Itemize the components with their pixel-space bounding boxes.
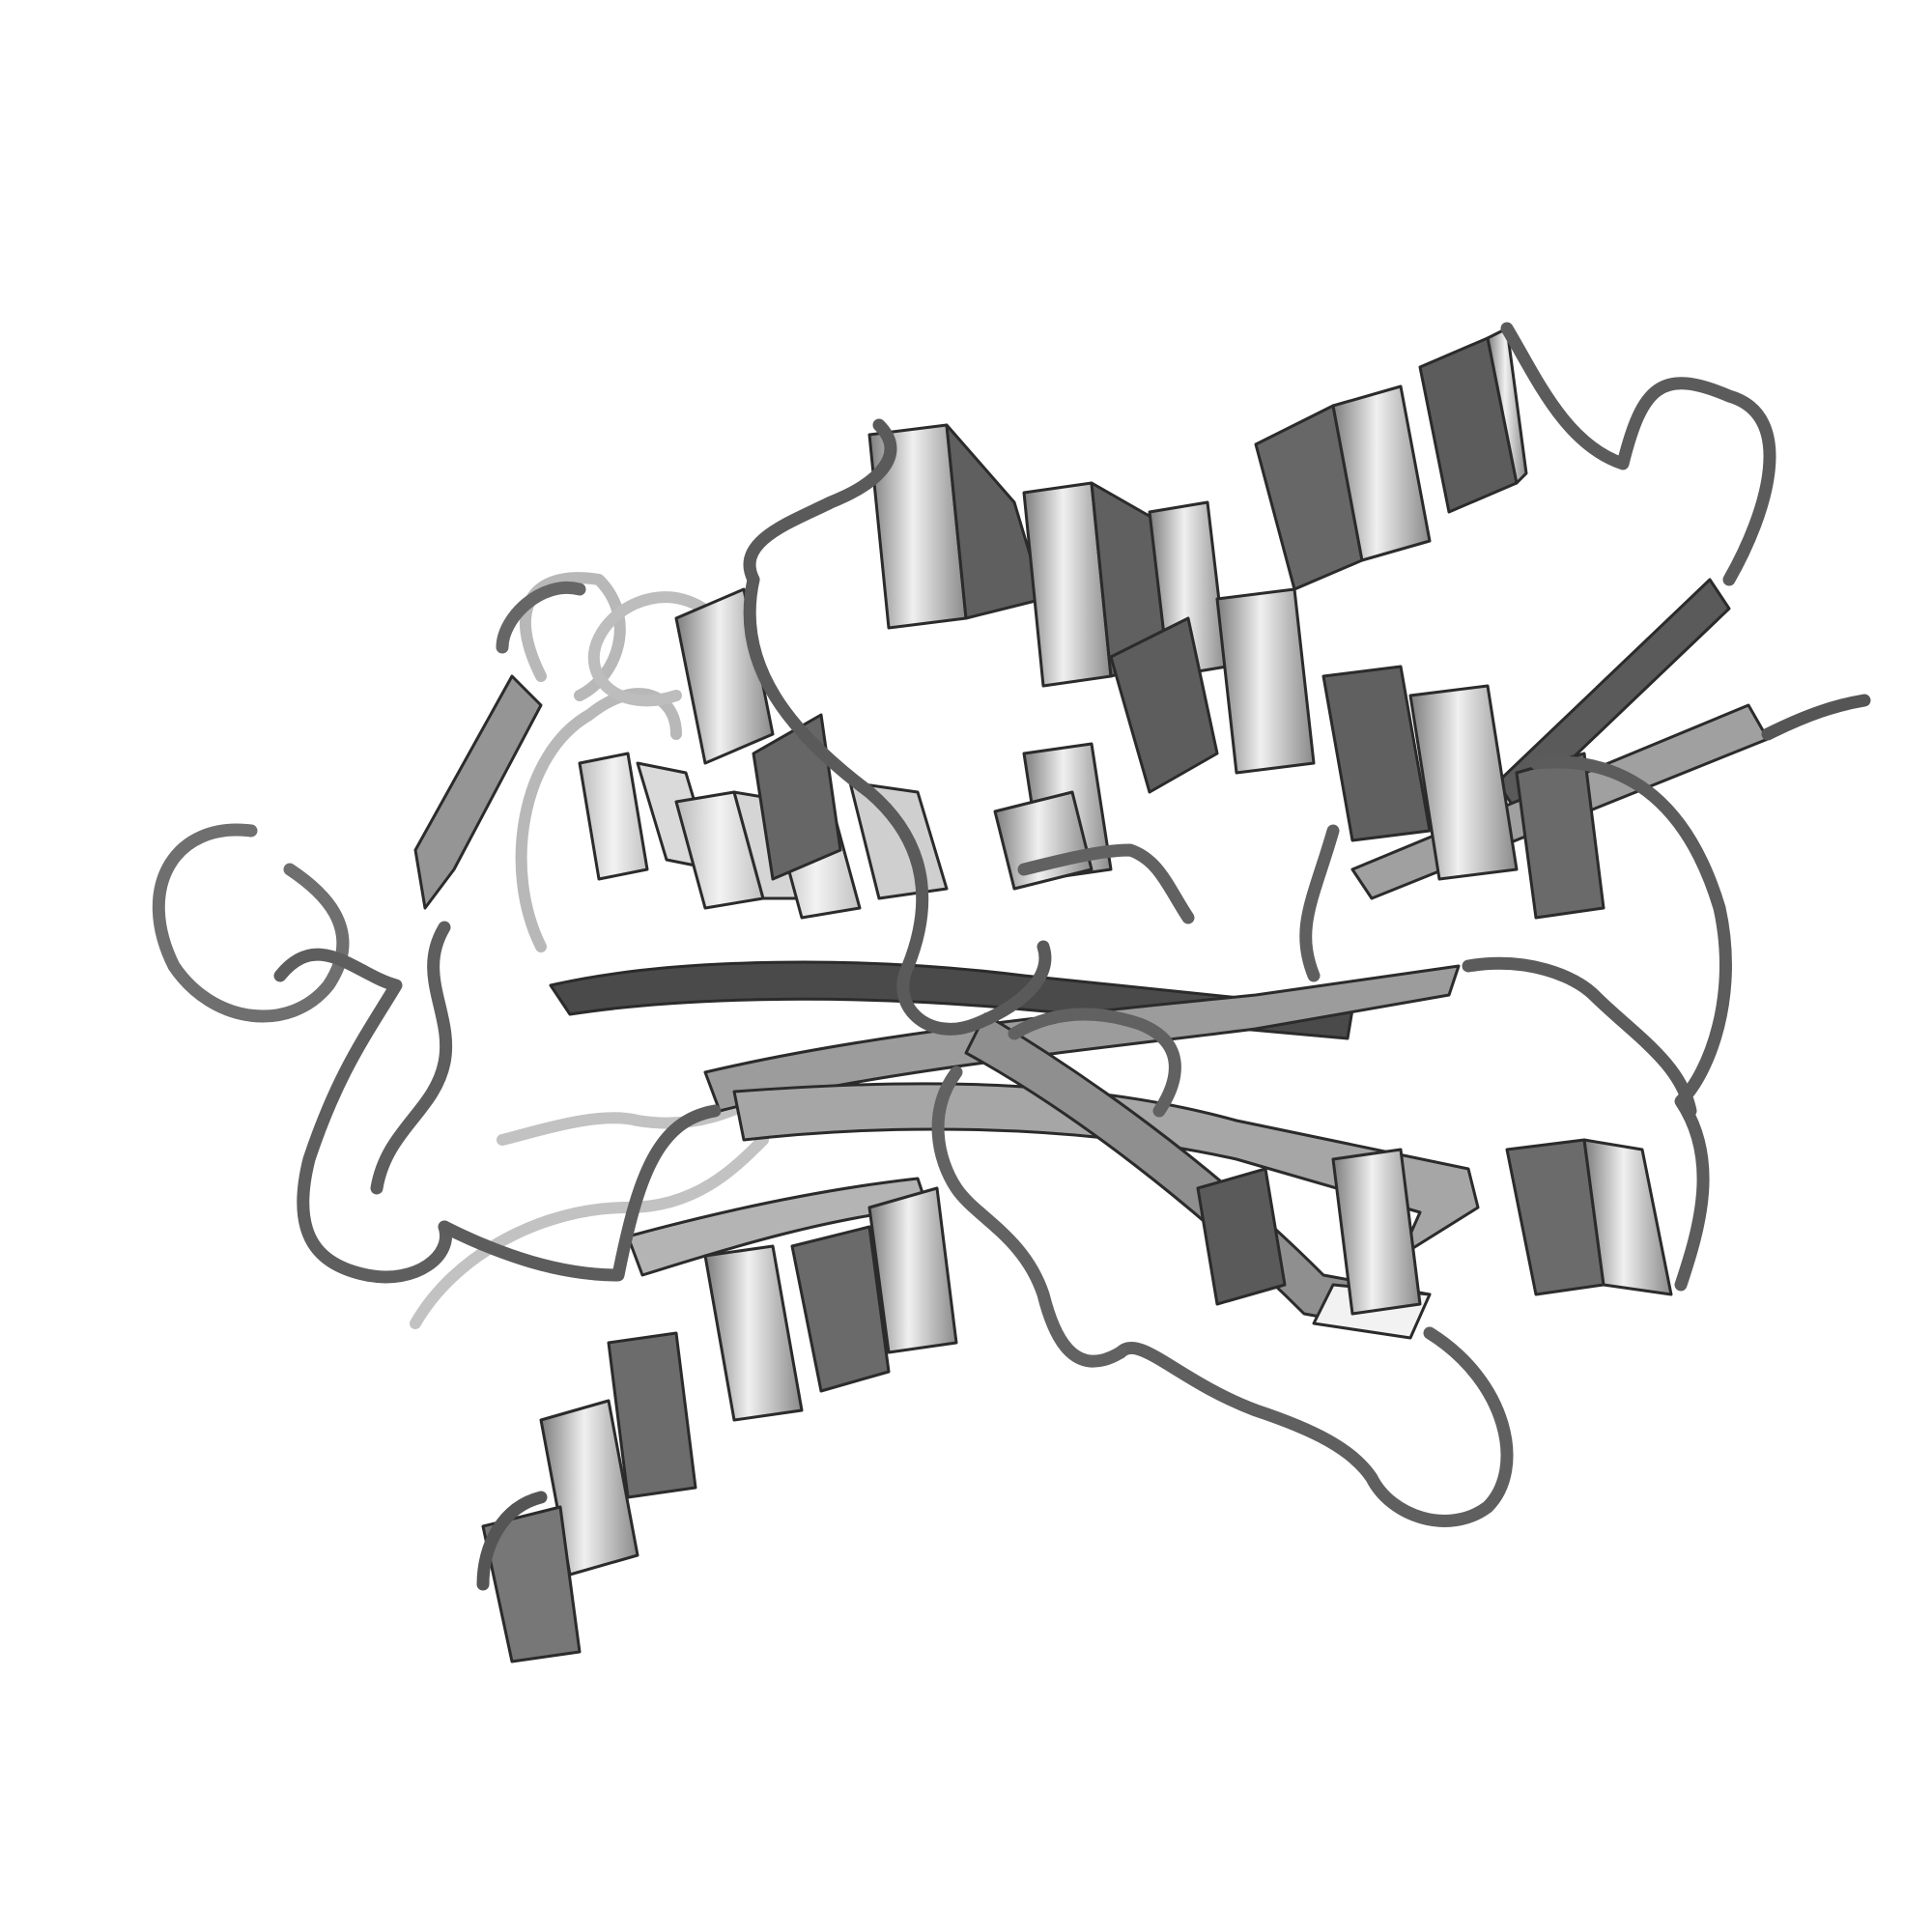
- coil-loop-left: [152, 823, 350, 1023]
- beta-strand: [1495, 578, 1731, 813]
- coil-loop: [496, 582, 586, 654]
- coil-loop: [370, 921, 453, 1195]
- coil-loop: [438, 1104, 722, 1282]
- coil-loop: [1299, 824, 1340, 982]
- foreground-coil-group: [152, 322, 1871, 1591]
- alpha-helix-bottom: [481, 1186, 958, 1663]
- coil-loop: [587, 591, 721, 707]
- coil-loop: [1017, 843, 1195, 924]
- coil-loop: [519, 572, 626, 701]
- coil-loop: [1462, 956, 1697, 1118]
- coil-loop: [273, 948, 452, 1284]
- coil-terminus: [476, 1491, 548, 1591]
- alpha-helix-top: [867, 327, 1528, 688]
- alpha-helix-right: [1196, 1138, 1673, 1316]
- coil-loop: [410, 1134, 769, 1329]
- background-coil-group: [410, 572, 779, 1329]
- coil-loop-right: [1529, 755, 1732, 1292]
- coil-loop: [931, 1065, 1127, 1368]
- beta-strand: [413, 674, 543, 910]
- coil-loop-bottom: [1114, 1326, 1514, 1527]
- beta-strand: [703, 964, 1461, 1113]
- coil-loop-top-right: [1500, 322, 1776, 586]
- coil-loop: [1008, 1008, 1181, 1118]
- coil-loop-top: [743, 418, 897, 586]
- coil-loop: [743, 573, 1052, 1036]
- coil-terminus: [1761, 694, 1871, 741]
